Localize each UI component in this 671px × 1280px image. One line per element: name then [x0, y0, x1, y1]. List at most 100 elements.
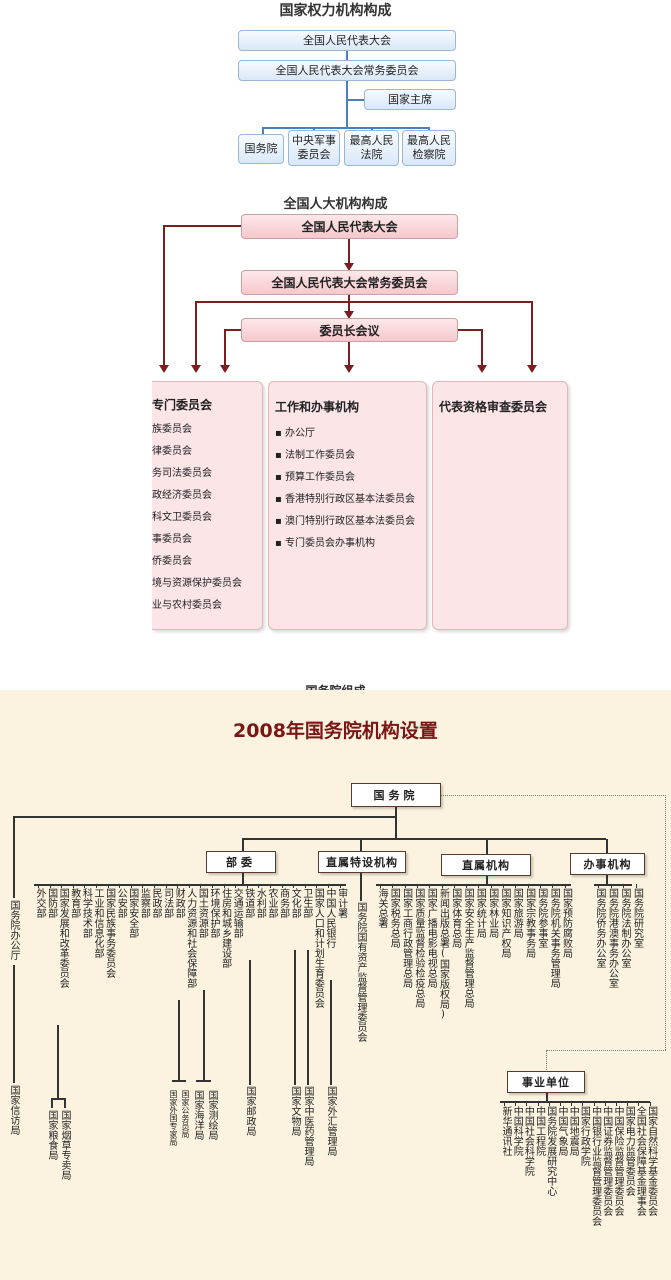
connector	[294, 950, 296, 1085]
arrow-down-icon	[527, 365, 537, 373]
work-bodies-list: ▪ 办公厅 ▪ 法制工作委员会 ▪ 预算工作委员会 ▪ 香港特别行政区基本法委员…	[275, 423, 426, 555]
org-unit-label: 农业部	[266, 888, 277, 918]
org-unit-label: 住房和城乡建设部	[219, 888, 231, 968]
forex-bureau-label: 国家外汇管理局	[325, 1086, 336, 1156]
arrow-down-icon	[159, 365, 169, 373]
connector	[142, 884, 144, 888]
connector	[526, 1102, 528, 1106]
connector	[537, 1102, 539, 1106]
org-unit-label: 环境保护部	[208, 888, 219, 938]
connector	[486, 876, 488, 885]
connector	[130, 884, 132, 888]
connector	[546, 1093, 548, 1102]
root-label: 国务院	[373, 789, 419, 802]
offices-box: 办事机构	[570, 853, 645, 875]
connector	[304, 884, 306, 888]
org-unit-label: 监察部	[138, 888, 150, 918]
org-unit-label: 国务院法制办公室	[619, 888, 630, 968]
ministries-label: 部委	[226, 856, 256, 869]
connector	[339, 884, 341, 888]
connector	[119, 884, 121, 888]
connector	[515, 884, 517, 888]
org-unit-label: 国土资源部	[196, 888, 208, 938]
credentials-heading: 代表资格审查委员会	[439, 400, 548, 414]
org-unit-label: 公安部	[115, 888, 127, 918]
connector	[281, 884, 283, 888]
org-unit-label: 中国人民银行	[324, 888, 335, 948]
connector	[404, 884, 406, 888]
arrow-down-icon	[477, 365, 487, 373]
org-unit-label: 国家宗教事务局	[523, 888, 535, 958]
connector	[376, 884, 571, 886]
org-unit-label: 铁道部	[242, 888, 254, 918]
procuratorate-label: 最高人民 检察院	[407, 134, 451, 161]
org-unit-label: 国家安全部	[126, 888, 138, 938]
org-unit-label: 审计署	[335, 888, 347, 918]
list-item-label: 法制工作委员会	[284, 450, 355, 461]
org-unit-label: 国务院研究室	[631, 888, 643, 948]
connector	[163, 225, 241, 227]
list-item-label: 专门委员会办事机构	[284, 538, 375, 549]
connector	[154, 884, 155, 888]
org-unit-label: 国家民族事务委员会	[103, 888, 115, 978]
connector	[606, 875, 608, 885]
org-unit-label: 科学技术部	[80, 888, 92, 938]
connector	[346, 51, 348, 61]
org-chart-title: 2008年国务院机构设置	[233, 720, 438, 742]
connector	[380, 884, 381, 888]
ministries-box: 部委	[206, 851, 276, 873]
sasac-label: 国务院国有资产监督管理委员会	[355, 902, 366, 1042]
org-unit-label: 国务院机关事务管理局	[548, 888, 560, 988]
connector	[258, 884, 260, 888]
connector	[441, 884, 443, 888]
connector	[458, 329, 483, 331]
org-unit-label: 商务部	[277, 888, 289, 918]
list-item: ▪ 专门委员会办事机构	[275, 538, 375, 549]
procuratorate-box: 最高人民 检察院	[402, 130, 456, 166]
connector	[293, 884, 295, 888]
standing-committee-label: 全国人民代表大会常务委员会	[275, 63, 419, 77]
connector	[616, 1102, 617, 1106]
org-unit-label: 民政部	[150, 888, 161, 918]
org-unit-label: 中国科学院	[511, 1106, 523, 1156]
connector	[606, 839, 608, 853]
chairmen-meeting-box: 委员长会议	[241, 318, 458, 342]
offices-label: 办事机构	[583, 858, 632, 871]
npc-box: 全国人民代表大会	[238, 30, 456, 51]
connector	[249, 960, 251, 1085]
connector	[348, 239, 350, 263]
connector	[316, 884, 318, 888]
list-item: 财政经济委员会	[152, 490, 212, 501]
org-unit-label: 人力资源和社会保障部	[184, 888, 196, 988]
connector	[649, 1102, 651, 1106]
supreme-court-box: 最高人民 法院	[344, 130, 399, 166]
org-unit-label: 外交部	[34, 888, 45, 918]
connector	[453, 884, 455, 888]
connector	[242, 838, 606, 840]
civil-service-label: 国家公务员局	[181, 1090, 190, 1138]
connector	[598, 884, 599, 888]
connector	[552, 884, 554, 888]
connector	[466, 884, 468, 888]
list-item: 内务司法委员会	[152, 468, 212, 479]
list-item: 外事委员会	[152, 534, 192, 545]
connector	[212, 884, 213, 888]
org-unit-label: 中国银行业监督管理委员会	[589, 1106, 601, 1226]
state-council-root-box: 国务院	[351, 783, 441, 807]
list-item: ▪ 预算工作委员会	[275, 472, 355, 483]
connector	[560, 1102, 561, 1106]
connector	[330, 980, 332, 1085]
org-unit-label: 国务院发展研究中心	[544, 1106, 556, 1196]
connector	[61, 884, 63, 888]
standing2-label: 全国人民代表大会常务委员会	[271, 276, 428, 290]
npc2-label: 全国人民代表大会	[301, 220, 398, 234]
connector	[307, 950, 309, 1085]
connector	[604, 1102, 606, 1106]
connector	[262, 127, 428, 129]
list-item-label: 预算工作委员会	[284, 472, 355, 483]
connector	[34, 884, 346, 886]
org-unit-label: 文化部	[289, 888, 301, 918]
special-committees-panel: 专门委员会 民族委员会 法律委员会 内务司法委员会 财政经济委员会 教科文卫委员…	[152, 381, 263, 630]
org-unit-label: 中国证券监督管理委员会	[600, 1106, 612, 1216]
grain-bureau-label: 国家粮食局	[46, 1110, 57, 1160]
